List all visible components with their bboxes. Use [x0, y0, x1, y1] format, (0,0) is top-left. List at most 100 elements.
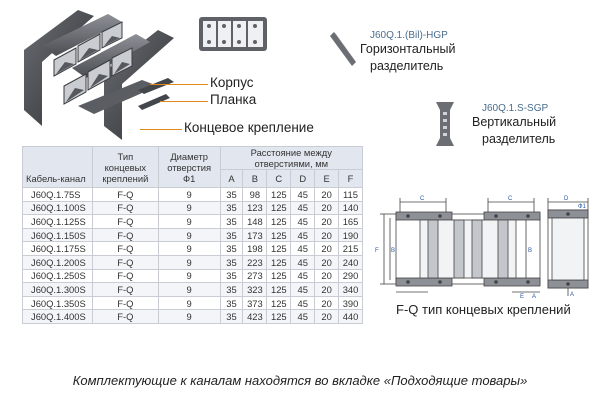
callout-bar: Планка: [210, 92, 257, 107]
dim-label-e: E: [520, 294, 524, 298]
header-mount-type-line1: Тип: [117, 150, 134, 162]
cell-dia: 9: [157, 295, 221, 311]
cell-type: F-Q: [91, 268, 159, 284]
cell-c: 125: [266, 187, 292, 202]
cell-d: 45: [290, 241, 316, 256]
cell-a: 35: [219, 309, 244, 324]
cell-d: 45: [290, 254, 316, 270]
header-col-a: A: [219, 169, 244, 188]
cell-name: J60Q.1.100S: [22, 200, 93, 216]
header-dia-line1: Диаметр: [170, 150, 208, 162]
cell-c: 125: [266, 254, 292, 270]
cell-b: 273: [242, 268, 268, 284]
cell-type: F-Q: [91, 282, 159, 297]
cell-type: F-Q: [91, 241, 159, 256]
cell-c: 125: [266, 200, 292, 216]
vertical-divider-code: J60Q.1.S-SGP: [482, 103, 549, 114]
cell-a: 35: [219, 282, 244, 297]
cell-c: 125: [266, 241, 292, 256]
cell-d: 45: [290, 200, 316, 216]
cell-e: 20: [314, 295, 340, 311]
cell-d: 45: [290, 268, 316, 284]
cell-d: 45: [290, 187, 316, 202]
header-dia-line2: отверстия: [167, 161, 212, 173]
cell-a: 35: [219, 227, 244, 243]
cell-type: F-Q: [91, 187, 159, 202]
divider-thumbnail: [199, 17, 267, 51]
horizontal-divider-image: [330, 32, 356, 66]
cell-e: 20: [314, 282, 340, 297]
cell-dia: 9: [157, 200, 221, 216]
cell-a: 35: [219, 214, 244, 229]
cell-d: 45: [290, 227, 316, 243]
cell-name: J60Q.1.200S: [22, 254, 93, 270]
header-col-d: D: [290, 169, 316, 188]
cell-type: F-Q: [91, 214, 159, 229]
cell-dia: 9: [157, 282, 221, 297]
cell-name: J60Q.1.75S: [22, 187, 93, 202]
callout-line-bar: [160, 101, 208, 102]
header-hole-distance: Расстояние между отверстиями, мм: [219, 146, 364, 170]
cell-d: 45: [290, 295, 316, 311]
callout-end-mount: Концевое крепление: [184, 120, 314, 135]
cell-c: 125: [266, 227, 292, 243]
header-dist-line1: Расстояние между: [250, 147, 332, 158]
header-dia-line3: Ф1: [182, 172, 196, 184]
cell-type: F-Q: [91, 254, 159, 270]
dim-label-a2: A: [570, 292, 574, 298]
cell-name: J60Q.1.400S: [22, 309, 93, 324]
cell-d: 45: [290, 282, 316, 297]
cell-e: 20: [314, 187, 340, 202]
cell-b: 323: [242, 282, 268, 297]
dim-label-b: B: [391, 248, 395, 254]
cell-f: 165: [338, 214, 363, 229]
horizontal-divider-name-1: Горизонтальный: [360, 42, 456, 56]
cell-f: 290: [338, 268, 363, 284]
cable-chain-render: [24, 10, 174, 140]
cell-f: 215: [338, 241, 363, 256]
header-col-f: F: [338, 169, 363, 188]
footnote: Комплектующие к каналам находятся во вкл…: [72, 373, 528, 388]
dim-label-f: F: [375, 248, 379, 254]
dim-label-c: C: [420, 196, 425, 202]
cell-c: 125: [266, 268, 292, 284]
vertical-divider-name-1: Вертикальный: [472, 115, 557, 129]
callout-line-end-mount: [140, 129, 182, 130]
cell-a: 35: [219, 187, 244, 202]
cell-name: J60Q.1.175S: [22, 241, 93, 256]
cell-b: 223: [242, 254, 268, 270]
cell-d: 45: [290, 309, 316, 324]
cell-e: 20: [314, 200, 340, 216]
cell-b: 123: [242, 200, 268, 216]
cell-e: 20: [314, 268, 340, 284]
cell-b: 423: [242, 309, 268, 324]
cell-dia: 9: [157, 309, 221, 324]
dim-label-phi: Ф1: [578, 204, 587, 210]
cell-f: 240: [338, 254, 363, 270]
header-dist-line2: отверстиями, мм: [254, 158, 329, 169]
cell-e: 20: [314, 254, 340, 270]
cell-d: 45: [290, 214, 316, 229]
cell-a: 35: [219, 200, 244, 216]
cell-a: 35: [219, 268, 244, 284]
cell-name: J60Q.1.350S: [22, 295, 93, 311]
horizontal-divider-code: J60Q.1.(Bil)-HGP: [370, 30, 448, 41]
cell-a: 35: [219, 254, 244, 270]
vertical-divider-image: [436, 102, 454, 146]
cell-f: 390: [338, 295, 363, 311]
dim-label-b2: B: [528, 248, 532, 254]
header-mount-type-line2: концевых: [104, 161, 147, 173]
cell-f: 340: [338, 282, 363, 297]
cell-a: 35: [219, 295, 244, 311]
cell-dia: 9: [157, 214, 221, 229]
cell-type: F-Q: [91, 295, 159, 311]
drawing-title: F-Q тип концевых креплений: [396, 302, 571, 317]
cell-type: F-Q: [91, 200, 159, 216]
